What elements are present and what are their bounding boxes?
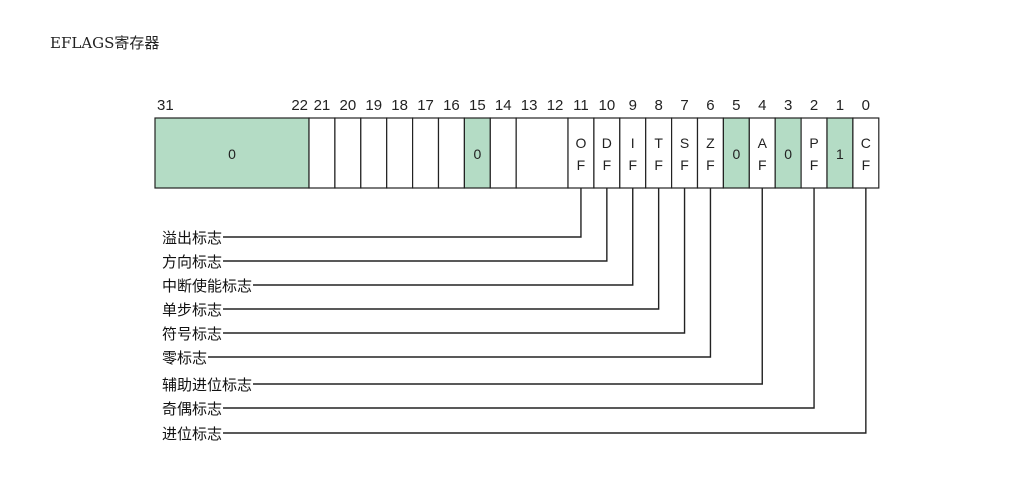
- flag-abbrev-letter: T: [654, 135, 663, 151]
- bit-number-label: 9: [629, 97, 637, 114]
- bit-number-label: 7: [680, 97, 688, 114]
- flag-abbrev-letter: S: [680, 135, 689, 151]
- register-cell-bit-20: [334, 117, 362, 189]
- bit-number-label: 11: [573, 97, 589, 114]
- register-cell-bit-7: [670, 117, 699, 189]
- register-cell-bit-11: [567, 117, 595, 189]
- flag-abbrev-letter: F: [577, 157, 586, 173]
- register-cell-bit-19: [360, 117, 388, 189]
- bit-number-label: 21: [314, 97, 331, 114]
- flag-label: 单步标志: [162, 301, 222, 319]
- leader-line: [223, 188, 815, 409]
- register-cell-bit-21: [308, 117, 336, 189]
- register-cell-bit-6: [696, 117, 724, 189]
- flag-label: 中断使能标志: [162, 277, 252, 295]
- cell-value: 0: [228, 146, 236, 162]
- flag-label: 零标志: [162, 349, 207, 367]
- flag-abbrev-letter: F: [654, 157, 663, 173]
- register-cell-bit-18: [386, 117, 414, 189]
- bit-number-label: 16: [443, 97, 460, 114]
- register-cell-bit-10: [593, 117, 621, 189]
- register-cell-bit-17: [412, 117, 440, 189]
- cell-value: 1: [836, 146, 844, 162]
- flag-abbrev-letter: F: [758, 157, 767, 173]
- bit-number-label: 1: [836, 97, 844, 114]
- flag-abbrev-letter: O: [576, 135, 587, 151]
- bit-number-label: 17: [417, 97, 434, 114]
- register-cell-bit-16: [437, 117, 465, 189]
- bit-number-label: 22: [291, 97, 308, 114]
- bit-number-label: 10: [599, 97, 616, 114]
- flag-abbrev-letter: A: [758, 135, 768, 151]
- bit-number-label: 31: [157, 97, 174, 114]
- register-cell-bit-13-12: [515, 117, 569, 189]
- bit-number-label: 14: [495, 97, 512, 114]
- flag-abbrev-letter: F: [862, 157, 871, 173]
- bit-number-label: 3: [784, 97, 792, 114]
- register-cell-bit-15: [463, 117, 491, 189]
- leader-line: [223, 188, 582, 238]
- bit-number-label: 5: [732, 97, 740, 114]
- bit-number-label: 2: [810, 97, 818, 114]
- flag-label: 方向标志: [162, 253, 222, 271]
- bit-number-label: 19: [365, 97, 382, 114]
- page-title: EFLAGS寄存器: [50, 34, 160, 52]
- cell-value: 0: [473, 146, 481, 162]
- flag-label: 奇偶标志: [162, 400, 222, 418]
- cell-value: 0: [732, 146, 740, 162]
- leader-line: [223, 188, 867, 434]
- leader-line: [223, 188, 660, 310]
- register-cell-bit-4: [748, 117, 776, 189]
- flag-abbrev-letter: F: [706, 157, 715, 173]
- leader-line: [253, 188, 634, 286]
- cell-value: 0: [784, 146, 792, 162]
- flag-abbrev-letter: C: [861, 135, 871, 151]
- register-cell-bit-14: [489, 117, 517, 189]
- flag-abbrev-letter: F: [680, 157, 689, 173]
- leader-line: [208, 188, 712, 358]
- flag-label: 符号标志: [162, 325, 222, 343]
- bit-number-label: 0: [862, 97, 870, 114]
- bit-number-label: 12: [547, 97, 564, 114]
- flag-abbrev-letter: F: [810, 157, 819, 173]
- bit-number-label: 18: [391, 97, 408, 114]
- flag-abbrev-letter: Z: [706, 135, 715, 151]
- leader-line: [253, 188, 763, 385]
- flag-abbrev-letter: D: [602, 135, 612, 151]
- bit-number-label: 8: [654, 97, 662, 114]
- bit-number-label: 13: [521, 97, 538, 114]
- leader-line: [223, 188, 608, 262]
- bit-number-label: 4: [758, 97, 766, 114]
- flag-abbrev-letter: F: [603, 157, 612, 173]
- flag-abbrev-letter: F: [628, 157, 637, 173]
- bit-number-label: 20: [340, 97, 357, 114]
- leader-line: [223, 188, 686, 334]
- flag-abbrev-letter: I: [631, 135, 635, 151]
- bit-number-label: 15: [469, 97, 486, 114]
- register-cell-bit-0: [852, 117, 880, 189]
- flag-label: 溢出标志: [162, 229, 222, 247]
- flag-label: 进位标志: [162, 425, 222, 443]
- flag-abbrev-letter: P: [809, 135, 818, 151]
- register-cell-bit-8: [645, 117, 673, 189]
- bit-number-label: 6: [706, 97, 714, 114]
- flag-label: 辅助进位标志: [162, 376, 252, 394]
- register-cell-bit-2: [800, 117, 828, 189]
- register-cell-bit-1: [826, 117, 854, 189]
- register-cell-bit-9: [619, 117, 647, 189]
